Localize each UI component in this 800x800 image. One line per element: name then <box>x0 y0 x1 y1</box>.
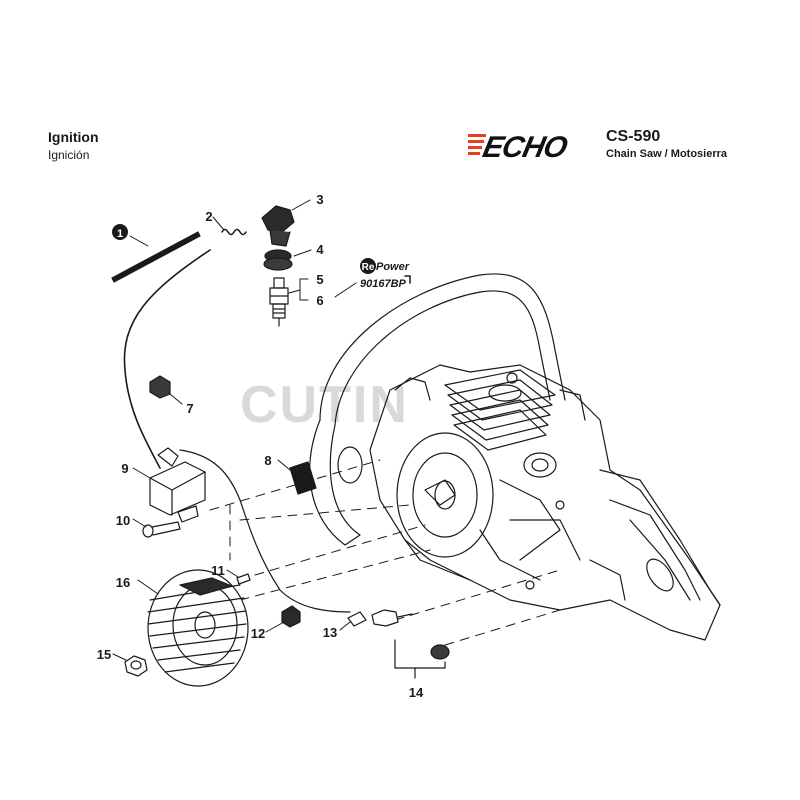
callout-16: 16 <box>116 575 130 590</box>
logo-wordmark: ECHO <box>480 131 571 164</box>
part-7-clip <box>149 375 171 399</box>
part-3-plug-cap <box>261 205 295 247</box>
repower-flag <box>404 275 411 284</box>
callout-1: 1 <box>117 228 123 240</box>
callout-6: 6 <box>316 293 323 308</box>
callout-2: 2 <box>205 209 212 224</box>
ignition-lead-wire <box>123 249 211 469</box>
callout-3: 3 <box>316 192 323 207</box>
part-8-shim <box>289 461 317 495</box>
repower-logo-prefix: Re <box>362 262 375 273</box>
part-12-nut <box>281 605 301 628</box>
callout-8: 8 <box>264 453 271 468</box>
callout-11: 11 <box>211 563 225 578</box>
callout-10: 10 <box>116 513 130 528</box>
part-16-flywheel <box>147 569 249 687</box>
callout-9: 9 <box>121 461 128 476</box>
part-2-spring <box>221 228 247 236</box>
part-13-connector <box>347 609 413 627</box>
logo-speed-lines <box>468 134 486 155</box>
watermark: CUTIN <box>240 376 409 434</box>
callout-14: 14 <box>409 685 424 700</box>
callout-13: 13 <box>323 625 337 640</box>
page-subtitle: Ignición <box>48 148 90 162</box>
part-10-screw <box>142 521 181 538</box>
callout-7: 7 <box>186 401 193 416</box>
echo-logo: ECHO <box>468 131 571 164</box>
page-title: Ignition <box>48 129 99 145</box>
part-15-nut <box>124 655 148 677</box>
part-4-grommet <box>263 249 293 271</box>
part-11-key <box>236 573 251 585</box>
cylinder-fins <box>444 369 556 451</box>
callout-5: 5 <box>316 272 323 287</box>
part-1-tube <box>111 231 201 283</box>
repower-logo-word: Power <box>376 261 410 273</box>
model-description: Chain Saw / Motosierra <box>606 148 728 160</box>
repower-logo: Re Power <box>360 258 410 274</box>
callout-leaders <box>112 199 357 661</box>
callout-1-badge <box>112 224 128 240</box>
engine-housing <box>309 273 721 641</box>
callout-12: 12 <box>251 626 265 641</box>
callout-4: 4 <box>316 242 324 257</box>
part-14-terminal <box>394 639 450 679</box>
repower-part-number: 90167BP <box>360 278 407 290</box>
model-number: CS-590 <box>606 128 661 145</box>
callout-15: 15 <box>97 647 111 662</box>
part-9-ignition-coil <box>149 447 351 613</box>
part-5-spark-plug <box>269 277 289 327</box>
